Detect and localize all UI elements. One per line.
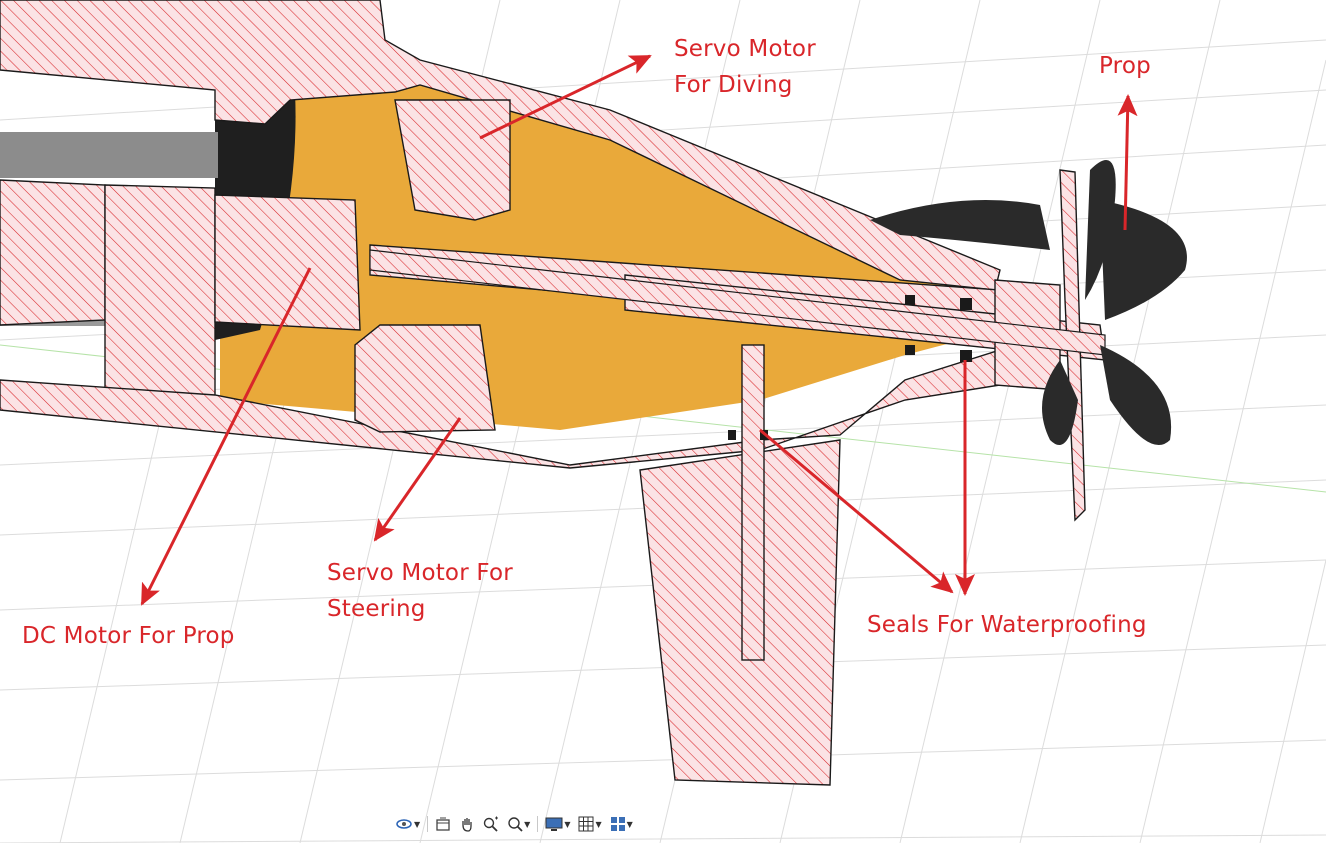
- label-servo-steering-line2: Steering: [327, 596, 426, 622]
- arrow-prop: [1117, 94, 1138, 231]
- pan-button[interactable]: [456, 813, 478, 835]
- display-settings-icon: [545, 816, 563, 832]
- propeller: [870, 160, 1187, 445]
- viewports-button[interactable]: ▼: [607, 813, 636, 835]
- navigation-toolbar: ▼ ▼ ▼ ▼ ▼: [392, 812, 636, 836]
- zoom-button[interactable]: [480, 813, 502, 835]
- look-at-button[interactable]: [432, 813, 454, 835]
- label-dc-motor: DC Motor For Prop: [22, 623, 235, 649]
- fit-zoom-button[interactable]: ▼: [504, 813, 533, 835]
- fit-zoom-icon: [507, 816, 523, 832]
- label-seals: Seals For Waterproofing: [867, 612, 1147, 638]
- chevron-down-icon: ▼: [524, 819, 531, 829]
- rudder-shaft: [741, 344, 765, 661]
- pan-hand-icon: [459, 816, 475, 832]
- zoom-icon: [483, 816, 499, 832]
- arrow-dc-motor: [140, 267, 312, 606]
- look-at-icon: [435, 816, 451, 832]
- grid-settings-button[interactable]: ▼: [575, 813, 604, 835]
- chevron-down-icon: ▼: [414, 819, 421, 829]
- orbit-button[interactable]: ▼: [392, 813, 423, 835]
- label-servo-diving: Servo Motor For Diving: [674, 31, 816, 103]
- orbit-icon: [395, 816, 413, 832]
- chevron-down-icon: ▼: [564, 819, 571, 829]
- label-servo-steering: Servo Motor For Steering: [327, 555, 513, 627]
- label-servo-diving-line2: For Diving: [674, 72, 793, 98]
- toolbar-divider: [537, 816, 539, 832]
- toolbar-divider: [427, 816, 429, 832]
- label-prop: Prop: [1099, 53, 1151, 79]
- chevron-down-icon: ▼: [595, 819, 602, 829]
- label-servo-steering-line1: Servo Motor For: [327, 560, 513, 586]
- arrow-servo-diving: [479, 54, 652, 140]
- label-servo-diving-line1: Servo Motor: [674, 36, 816, 62]
- chevron-down-icon: ▼: [626, 819, 633, 829]
- display-settings-button[interactable]: ▼: [542, 813, 573, 835]
- arrow-servo-steering: [373, 417, 462, 542]
- grid-settings-icon: [578, 816, 594, 832]
- arrow-seal-rudder: [759, 428, 954, 594]
- annotation-arrows: [140, 54, 1138, 606]
- viewports-icon: [610, 816, 626, 832]
